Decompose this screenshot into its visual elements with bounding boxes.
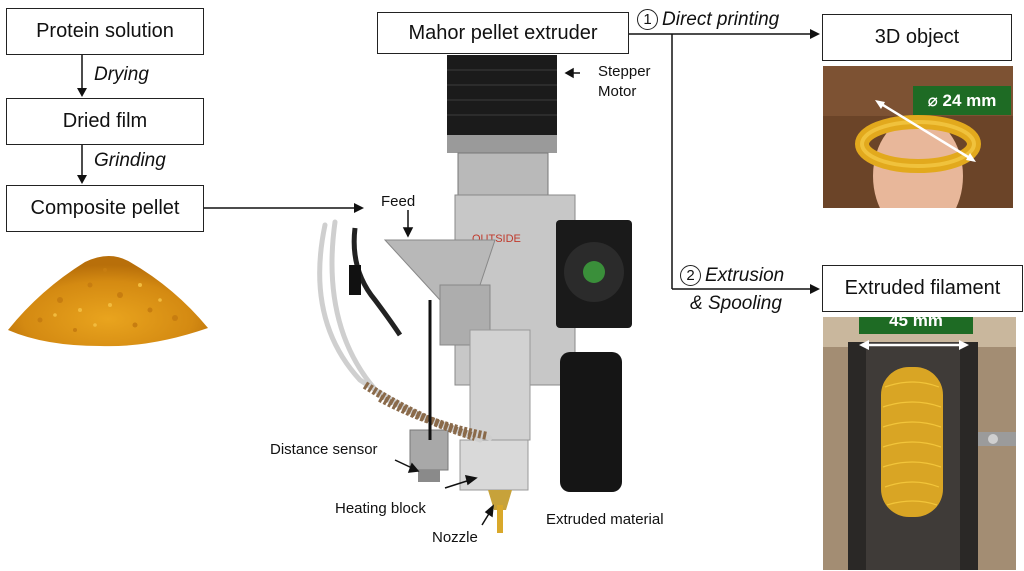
route1-text: Direct printing xyxy=(662,9,780,30)
extruded-material-label: Extruded material xyxy=(546,511,664,528)
distance-sensor-label: Distance sensor xyxy=(270,441,378,458)
composite-pellet-box: Composite pellet xyxy=(6,185,204,232)
stepper-motor-label: Stepper Motor xyxy=(598,62,651,102)
heating-block-label: Heating block xyxy=(335,500,426,517)
dried-film-box: Dried film xyxy=(6,98,204,145)
mahor-extruder-label: Mahor pellet extruder xyxy=(408,21,598,44)
feed-label: Feed xyxy=(381,193,416,210)
object-dimension-badge: ⌀ 24 mm xyxy=(913,86,1011,115)
protein-solution-label: Protein solution xyxy=(36,20,174,42)
filament-box: Extruded filament xyxy=(822,265,1023,312)
dried-film-label: Dried film xyxy=(62,110,148,132)
stepper-motor-line2: Motor xyxy=(598,83,637,100)
object-title: 3D object xyxy=(874,26,960,48)
drying-label: Drying xyxy=(94,64,149,85)
route2-number: 2 xyxy=(680,265,701,287)
nozzle-label: Nozzle xyxy=(432,529,478,546)
filament-title: Extruded filament xyxy=(844,277,1001,299)
protein-solution-box: Protein solution xyxy=(6,8,204,55)
object-box: 3D object xyxy=(822,14,1012,61)
route1-number: 1 xyxy=(637,9,658,31)
grinding-label: Grinding xyxy=(94,150,166,171)
pellet-pile-image xyxy=(8,256,208,347)
filament-dimension-badge: 45 mm xyxy=(859,317,973,334)
mahor-extruder-box: Mahor pellet extruder xyxy=(377,12,629,54)
stepper-motor-line1: Stepper xyxy=(598,63,651,80)
route2-text-line2: & Spooling xyxy=(690,293,782,314)
filament-spool-photo: 45 mm xyxy=(823,317,1016,570)
route2-text-line1: Extrusion xyxy=(705,265,785,286)
object-photo: ⌀ 24 mm xyxy=(823,66,1013,208)
composite-pellet-label: Composite pellet xyxy=(30,197,180,219)
